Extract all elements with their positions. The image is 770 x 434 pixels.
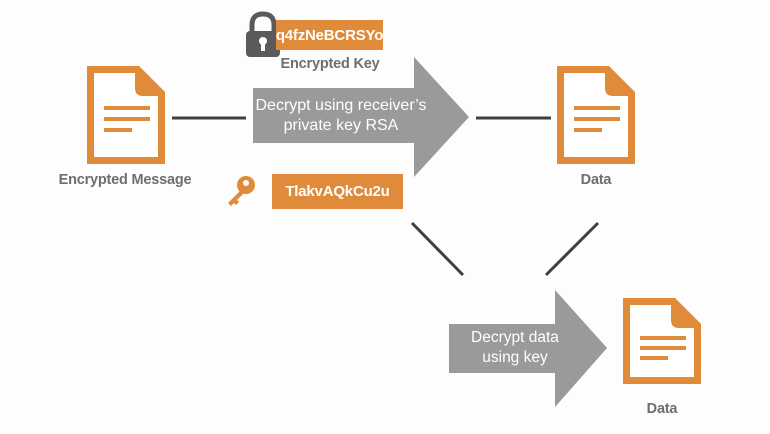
decrypt-data-arrow xyxy=(449,290,607,407)
arrow-text-line: using key xyxy=(482,349,548,366)
document-icon xyxy=(557,66,635,164)
key-icon xyxy=(228,176,255,206)
arrow-text-line: private key RSA xyxy=(283,117,399,134)
decrypted-key-value: TlakvAQkCu2u xyxy=(272,174,403,209)
arrow-text-line: Decrypt using receiver’s xyxy=(255,97,427,114)
document-icon xyxy=(623,298,701,384)
decrypt-rsa-arrow-text: Decrypt using receiver’s private key RSA xyxy=(253,96,429,136)
encrypted-message-label: Encrypted Message xyxy=(58,172,192,188)
decrypt-rsa-arrow xyxy=(253,57,469,177)
encrypted-key-value: q4fzNeBCRSYo xyxy=(276,20,383,50)
encrypted-key-label: Encrypted Key xyxy=(280,56,380,72)
data-top-label: Data xyxy=(580,172,612,188)
data-bottom-label: Data xyxy=(646,401,678,417)
decrypt-data-arrow-text: Decrypt data using key xyxy=(449,328,581,368)
connector-line xyxy=(410,221,465,277)
connector-line xyxy=(544,221,600,277)
lock-icon xyxy=(246,11,280,57)
arrow-text-line: Decrypt data xyxy=(471,329,559,346)
document-icon xyxy=(87,66,165,164)
